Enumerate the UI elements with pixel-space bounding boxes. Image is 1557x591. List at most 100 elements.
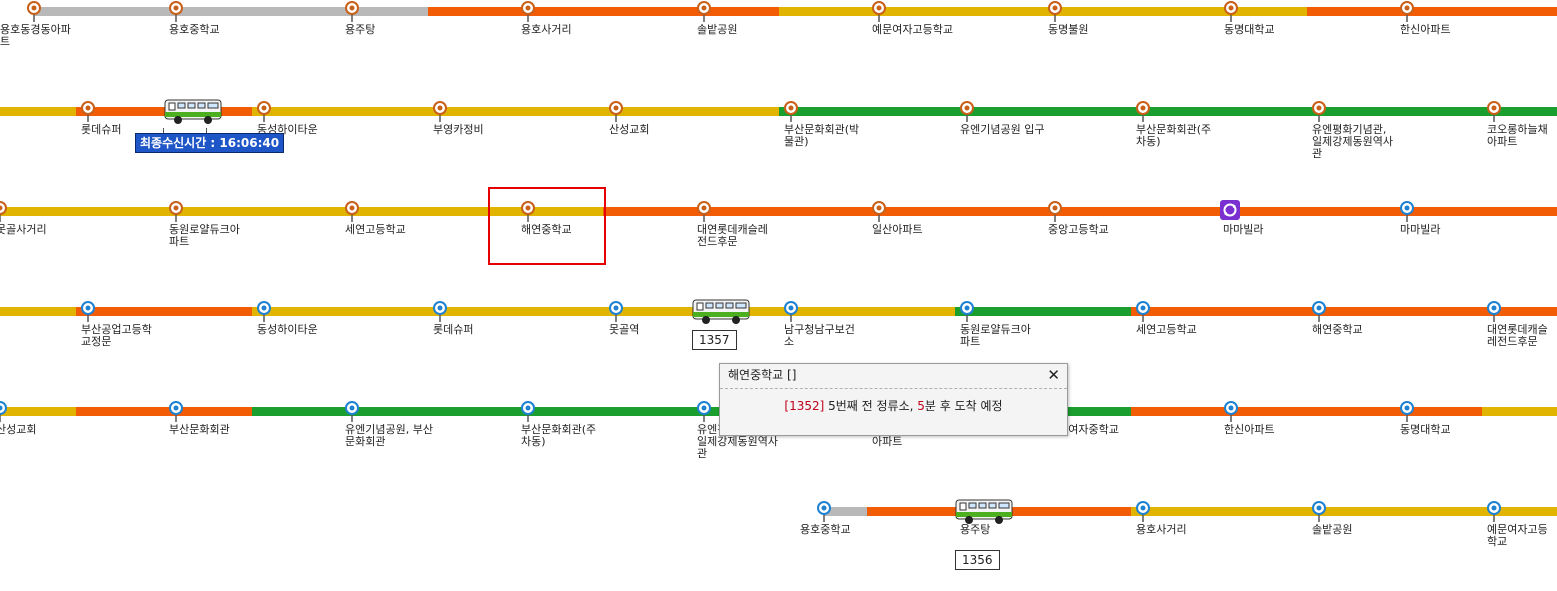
stop-marker-icon bbox=[257, 301, 271, 322]
route-segment bbox=[76, 407, 252, 416]
route-segment bbox=[1131, 407, 1482, 416]
stop-label: 용호동경동아파트 bbox=[0, 23, 71, 48]
route-segment bbox=[824, 507, 867, 516]
stop-label: 한신아파트 bbox=[1224, 423, 1275, 436]
bus-icon[interactable] bbox=[164, 99, 222, 125]
stop-label: 유엔평화기념관,일제강제동원역사관 bbox=[1312, 123, 1393, 160]
stop-label: 마마빌라 bbox=[1400, 223, 1441, 236]
stop-marker-icon bbox=[345, 1, 359, 22]
stop-label: 대연롯데캐슬레전드후문 bbox=[697, 223, 768, 248]
stop-label: 중앙고등학교 bbox=[1048, 223, 1109, 236]
stop-label: 롯데슈퍼 bbox=[81, 123, 122, 136]
route-row-1: 용호동경동아파트 용호중학교 용주탕 용호사거리 솔밭공원 예문여자고등학교 동… bbox=[0, 1, 1557, 91]
stop-label: 용호사거리 bbox=[1136, 523, 1187, 536]
stop-label: 남구청남구보건소 bbox=[784, 323, 855, 348]
stop-label: 동성하이타운 bbox=[257, 323, 318, 336]
selected-stop-highlight bbox=[488, 187, 606, 265]
close-icon[interactable]: ✕ bbox=[1047, 366, 1060, 384]
stop-label: 동명대학교 bbox=[1224, 23, 1275, 36]
stop-marker-icon bbox=[0, 201, 7, 222]
stop-marker-icon bbox=[872, 201, 886, 222]
stop-label: 부산문화회관(박물관) bbox=[784, 123, 860, 148]
stop-marker-icon bbox=[784, 301, 798, 322]
route-segment bbox=[252, 107, 779, 116]
route-segment bbox=[34, 7, 428, 16]
route-segment bbox=[0, 407, 76, 416]
stop-marker-icon bbox=[1224, 1, 1238, 22]
stop-marker-icon bbox=[1224, 401, 1238, 422]
stop-label: 용주탕 bbox=[960, 523, 991, 536]
stop-label: 세연고등학교 bbox=[1136, 323, 1197, 336]
stop-marker-icon bbox=[1136, 101, 1150, 122]
stop-label: 한신아파트 bbox=[1400, 23, 1451, 36]
last-received-time: 최종수신시간 : 16:06:40 bbox=[135, 133, 285, 153]
stop-label: 동명불원 bbox=[1048, 23, 1089, 36]
message-text: 분 후 도착 예정 bbox=[924, 399, 1003, 413]
bus-number-tag: 1357 bbox=[692, 330, 737, 350]
route-segment bbox=[252, 307, 955, 316]
stop-label: 마마빌라 bbox=[1223, 223, 1264, 236]
route-segment bbox=[0, 207, 603, 216]
stop-label: 부영카정비 bbox=[433, 123, 484, 136]
stop-marker-icon bbox=[0, 401, 7, 422]
route-segment bbox=[1482, 407, 1557, 416]
route-segment bbox=[428, 7, 779, 16]
route-segment bbox=[0, 107, 76, 116]
stop-label: 못골역 bbox=[609, 323, 640, 336]
stop-label: 대연롯데캐슬레전드후문 bbox=[1487, 323, 1548, 348]
stop-marker-icon bbox=[345, 201, 359, 222]
stop-label: 유엔기념공원 입구 bbox=[960, 123, 1045, 136]
stop-label: 예문여자고등학교 bbox=[872, 23, 953, 36]
stop-marker-icon bbox=[960, 301, 974, 322]
route-segment bbox=[955, 307, 1131, 316]
stop-label: 용호중학교 bbox=[800, 523, 851, 536]
stop-marker-icon bbox=[1487, 301, 1501, 322]
stop-marker-icon bbox=[697, 401, 711, 422]
stop-label: 용호사거리 bbox=[521, 23, 572, 36]
stop-marker-icon bbox=[817, 501, 831, 522]
stop-marker-icon bbox=[521, 1, 535, 22]
bus-icon[interactable] bbox=[692, 299, 750, 325]
stop-marker-icon bbox=[521, 201, 535, 222]
stop-label: 못골사거리 bbox=[0, 223, 47, 236]
stop-label: 롯데슈퍼 bbox=[433, 323, 474, 336]
stop-marker-icon bbox=[697, 1, 711, 22]
stop-label: 유엔기념공원, 부산문화회관 bbox=[345, 423, 433, 448]
stop-marker-icon bbox=[433, 101, 447, 122]
stop-label: 부산문화회관(주차동) bbox=[1136, 123, 1212, 148]
bus-icon[interactable] bbox=[955, 499, 1013, 525]
stop-label: 일산아파트 bbox=[872, 223, 923, 236]
stop-marker-icon bbox=[257, 101, 271, 122]
route-segment bbox=[779, 107, 1557, 116]
stop-marker-icon bbox=[1048, 1, 1062, 22]
stop-marker-icon bbox=[697, 201, 711, 222]
stop-marker-icon bbox=[169, 201, 183, 222]
route-row-4: 부산공업고등학교정문 동성하이타운 롯데슈퍼 못골역 남구청남구보건소 동원로얄… bbox=[0, 301, 1557, 391]
stop-label: 솔밭공원 bbox=[697, 23, 738, 36]
stop-marker-icon bbox=[81, 301, 95, 322]
arrival-info-popup: 해연중학교 [] ✕ [1352] 5번째 전 정류소, 5분 후 도착 예정 bbox=[719, 363, 1068, 436]
stop-marker-icon bbox=[1400, 1, 1414, 22]
route-segment bbox=[76, 107, 252, 116]
route-number: [1352] bbox=[784, 399, 825, 413]
stop-label: 예문여자고등학교 bbox=[1487, 523, 1548, 548]
route-segment bbox=[1131, 307, 1557, 316]
stop-label: 해연중학교 bbox=[521, 223, 572, 236]
stop-label: 세연고등학교 bbox=[345, 223, 406, 236]
stop-marker-icon bbox=[169, 401, 183, 422]
transfer-icon[interactable] bbox=[1220, 200, 1240, 220]
stop-marker-icon bbox=[784, 101, 798, 122]
stop-label: 동명대학교 bbox=[1400, 423, 1451, 436]
route-segment bbox=[1307, 7, 1557, 16]
stop-label: 동성하이타운 bbox=[257, 123, 318, 136]
stop-marker-icon bbox=[1136, 501, 1150, 522]
route-segment bbox=[0, 307, 76, 316]
stop-label: 코오롱하늘채아파트 bbox=[1487, 123, 1548, 148]
minutes-value: 5 bbox=[917, 399, 925, 413]
stop-label: 부산문화회관(주차동) bbox=[521, 423, 597, 448]
stop-marker-icon bbox=[1312, 301, 1326, 322]
route-segment bbox=[603, 207, 1557, 216]
stop-label: 산성교회 bbox=[609, 123, 650, 136]
stop-marker-icon bbox=[609, 301, 623, 322]
stop-marker-icon bbox=[1400, 201, 1414, 222]
